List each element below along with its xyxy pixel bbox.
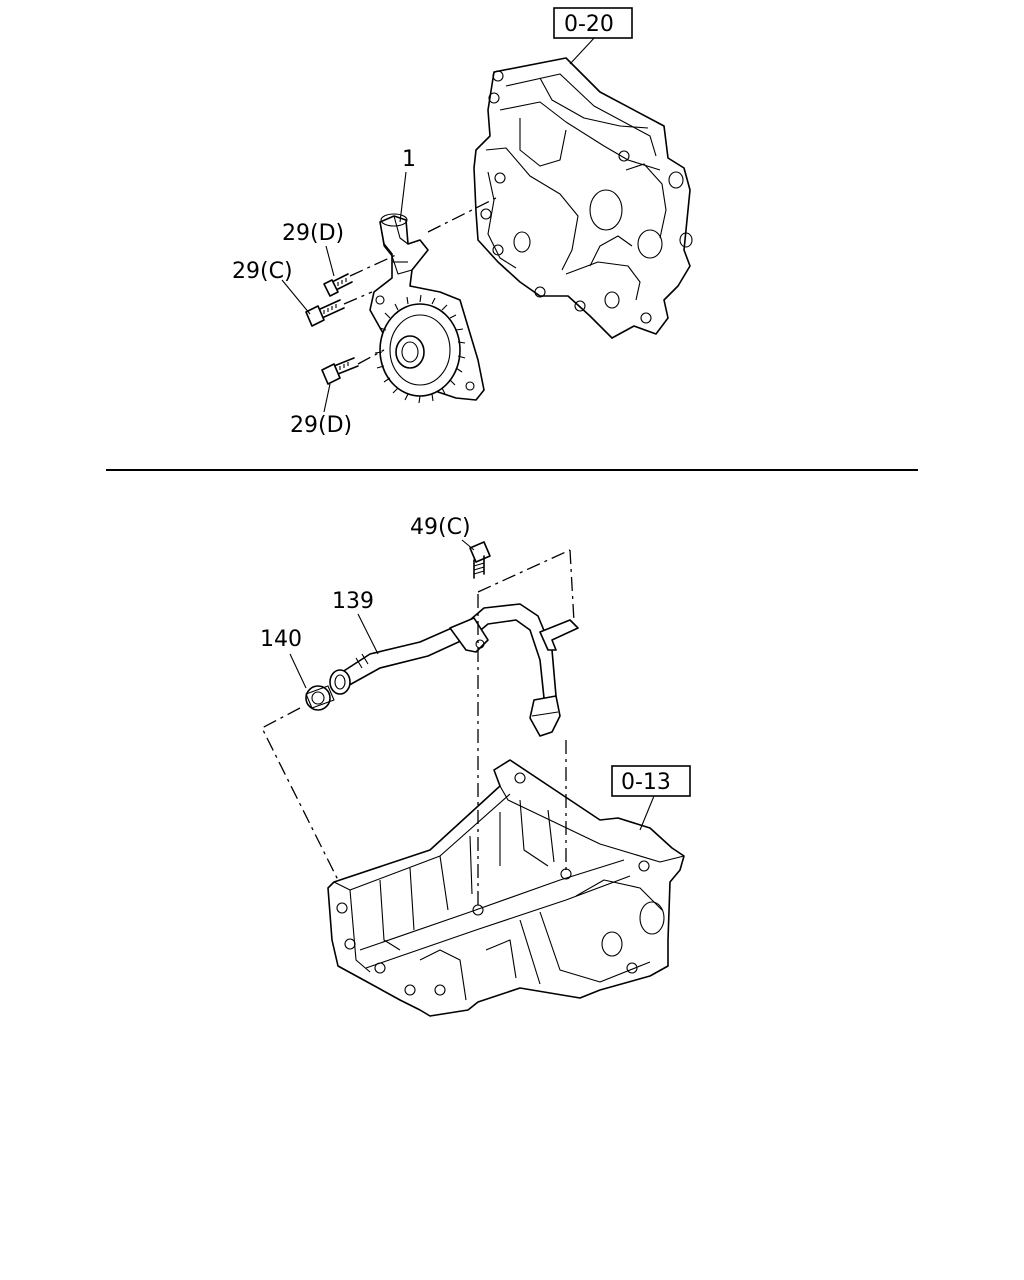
callout-49c: 49(C)	[410, 515, 471, 540]
reference-box-upper[interactable]: 0-20	[553, 7, 633, 39]
bolt-29d-upper-shape	[323, 273, 353, 297]
reference-label-lower: 0-13	[621, 770, 671, 795]
bolt-29c-shape	[305, 299, 345, 327]
oil-pipe	[329, 603, 579, 737]
leader-lines-upper	[281, 35, 597, 413]
bolt-29d-lower-shape	[321, 357, 359, 385]
oil-pan	[327, 759, 685, 1017]
callout-1: 1	[402, 147, 416, 172]
bolts-upper	[305, 273, 359, 385]
callout-29c: 29(C)	[232, 259, 293, 284]
timing-gear-case-cover	[473, 57, 693, 339]
callout-139: 139	[332, 589, 374, 614]
callout-29d-lower: 29(D)	[290, 413, 352, 438]
bolt-49c	[469, 541, 491, 579]
assembly-lines-lower	[261, 549, 575, 908]
oil-pump-assembly	[369, 213, 485, 401]
o-ring-140	[305, 685, 335, 711]
reference-label-upper: 0-20	[564, 12, 614, 37]
callout-29d-upper: 29(D)	[282, 221, 344, 246]
reference-box-lower[interactable]: 0-13	[611, 765, 691, 797]
oil-pump-gear	[374, 294, 466, 404]
assembly-lines-upper	[343, 195, 501, 365]
leader-lines-lower	[289, 539, 655, 831]
callout-140: 140	[260, 627, 302, 652]
